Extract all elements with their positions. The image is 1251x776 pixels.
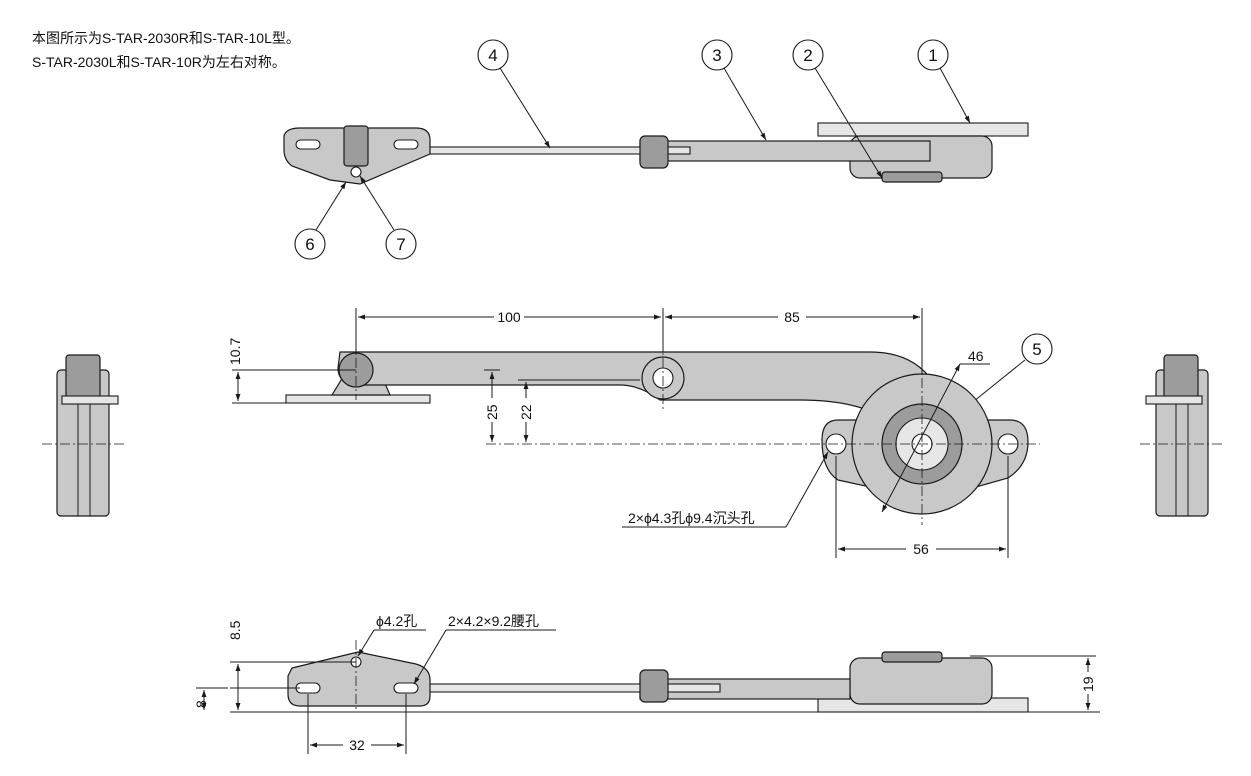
callout-2-label: 2	[803, 46, 812, 65]
bottom-bracket	[287, 651, 431, 707]
label-slot-holes: 2×4.2×9.2腰孔	[448, 613, 539, 629]
left-side-view	[42, 354, 124, 517]
left-side-arm	[65, 354, 101, 400]
bottom-damper	[849, 657, 993, 705]
dim-56: 56	[913, 541, 929, 557]
right-side-arm	[1163, 354, 1199, 400]
right-side-view	[1140, 354, 1222, 517]
arm-joint	[639, 135, 669, 169]
callout-4: 4	[477, 39, 551, 149]
damper-base	[881, 171, 943, 183]
note-symmetric-models: S-TAR-2030L和S-TAR-10R为左右对称。	[32, 54, 286, 70]
dim-25: 25	[484, 404, 500, 420]
right-side-plate	[1145, 395, 1203, 405]
dim-46: 46	[968, 348, 984, 364]
arm-front	[337, 351, 936, 431]
screw-hole	[350, 166, 362, 178]
callout-2: 2	[792, 39, 883, 179]
dim-100: 100	[497, 309, 521, 325]
callout-1-label: 1	[928, 46, 937, 65]
callout-1: 1	[917, 39, 971, 124]
callout-3: 3	[701, 39, 767, 141]
front-dimensions: 100 85 10.7 25 22 46 56 2×ϕ4.3孔ϕ9.4沉头孔	[227, 307, 1009, 558]
callout-6-label: 6	[305, 235, 314, 254]
label-hole: ϕ4.2孔	[376, 613, 417, 629]
label-countersink-holes: 2×ϕ4.3孔ϕ9.4沉头孔	[628, 510, 755, 526]
left-side-plate	[61, 395, 119, 405]
callouts: 4 3 2 1 6 7 5	[294, 39, 1053, 423]
note-model-shown: 本图所示为S-TAR-2030R和S-TAR-10L型。	[32, 30, 300, 46]
bottom-view	[230, 640, 1100, 713]
dim-85: 85	[784, 309, 800, 325]
bottom-slot-right	[393, 682, 419, 694]
callout-7-label: 7	[396, 235, 405, 254]
bottom-dimensions: 8.5 8 32 19 ϕ4.2孔 2×4.2×9.2腰孔	[193, 613, 1098, 754]
screw-part-7	[343, 125, 369, 167]
bottom-rod	[419, 683, 721, 693]
callout-3-label: 3	[712, 46, 721, 65]
callout-6: 6	[294, 181, 347, 260]
bottom-damper-cap	[881, 651, 943, 663]
dim-8-5: 8.5	[227, 620, 243, 640]
callout-7: 7	[359, 175, 417, 260]
callout-4-label: 4	[488, 46, 497, 65]
dim-32: 32	[349, 737, 365, 753]
dim-10-7: 10.7	[227, 338, 243, 365]
dim-19: 19	[1080, 676, 1096, 692]
bracket-slot-left	[295, 139, 321, 150]
bracket-slot-right	[393, 139, 419, 150]
front-view	[285, 340, 1040, 525]
dim-8: 8	[193, 700, 209, 708]
top-view	[283, 122, 1029, 185]
dim-22: 22	[518, 404, 534, 420]
bottom-joint	[639, 669, 669, 703]
base-plate	[285, 394, 431, 404]
callout-5-label: 5	[1032, 340, 1041, 359]
